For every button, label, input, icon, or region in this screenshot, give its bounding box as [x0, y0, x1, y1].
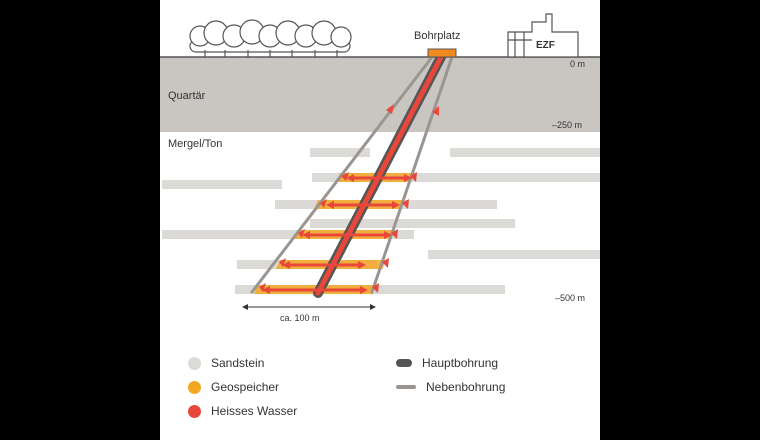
side-well-right — [370, 55, 454, 294]
arrow-head — [302, 231, 310, 239]
bohrplatz-label: Bohrplatz — [414, 30, 461, 42]
arrow-head — [360, 286, 368, 294]
depth-500-label: –500 m — [555, 293, 586, 303]
arrow-head — [404, 174, 412, 182]
arrow-head — [346, 174, 354, 182]
sandstone-strip — [162, 180, 282, 189]
marker-right — [410, 172, 417, 182]
marker-left — [298, 229, 305, 238]
depth-250-label: –250 m — [552, 120, 583, 130]
legend-heisses-wasser: Heisses Wasser — [188, 404, 297, 418]
quartaer-label: Quartär — [168, 90, 206, 102]
legend-hauptbohrung: Hauptbohrung — [396, 356, 498, 370]
sandstone-strip — [428, 250, 600, 259]
arrow-head — [392, 201, 400, 209]
sandstone-strip — [162, 230, 414, 239]
tree-trunks — [204, 50, 338, 57]
marker-right — [391, 229, 398, 239]
legend-sandstein: Sandstein — [188, 356, 264, 370]
nebenbohrung-swatch-icon — [396, 385, 416, 389]
sandstein-swatch-icon — [188, 356, 201, 370]
ezf-building-icon — [507, 13, 579, 58]
marker-left — [320, 199, 327, 208]
marker-right — [382, 258, 389, 268]
legend-nebenbohrung-label: Nebenbohrung — [426, 380, 506, 394]
marker-left — [386, 104, 394, 114]
marker-left — [341, 172, 349, 181]
depth-0-label: 0 m — [570, 59, 586, 69]
trees-icon — [189, 19, 352, 53]
legend-heisses-wasser-label: Heisses Wasser — [211, 404, 298, 418]
ezf-label: EZF — [536, 40, 555, 51]
sandstone-strip — [310, 219, 515, 228]
legend-nebenbohrung: Nebenbohrung — [396, 380, 505, 394]
sandstone-strip — [310, 148, 370, 157]
nebenbohrung-wells — [250, 55, 454, 294]
geothermal-diagram: Bohrplatz EZF 0 m Quartär –250 m Mergel/… — [160, 0, 600, 440]
mergel-label: Mergel/Ton — [168, 138, 223, 150]
heisses-wasser-swatch-icon — [188, 404, 201, 418]
hauptbohrung-swatch-icon — [396, 359, 412, 367]
legend-hauptbohrung-label: Hauptbohrung — [422, 356, 499, 370]
legend-geospeicher-label: Geospeicher — [211, 380, 280, 394]
arrow-head — [384, 231, 392, 239]
arrow-head — [326, 201, 334, 209]
distance-measure — [242, 304, 376, 310]
marker-right — [372, 283, 379, 293]
quartaer-layer — [160, 57, 600, 132]
geospeicher-swatch-icon — [188, 380, 201, 394]
side-well-left — [250, 55, 434, 294]
marker-left — [279, 258, 286, 267]
drill-pad — [427, 48, 457, 58]
arrow-head — [358, 261, 366, 269]
distance-label: ca. 100 m — [280, 313, 320, 323]
marker-right — [402, 199, 409, 209]
diagram-graphic — [160, 13, 600, 310]
marker-right — [432, 106, 439, 116]
legend-geospeicher: Geospeicher — [188, 380, 279, 394]
hot-water-arrows — [262, 174, 412, 294]
sandstone-strip — [450, 148, 600, 157]
legend-sandstein-label: Sandstein — [211, 356, 265, 370]
marker-left — [259, 283, 266, 292]
side-well-markers — [259, 104, 439, 293]
arrow-head — [282, 261, 290, 269]
hauptbohrung-inner — [315, 54, 444, 296]
arrow-head — [262, 286, 270, 294]
sandstone-strip — [312, 173, 600, 182]
